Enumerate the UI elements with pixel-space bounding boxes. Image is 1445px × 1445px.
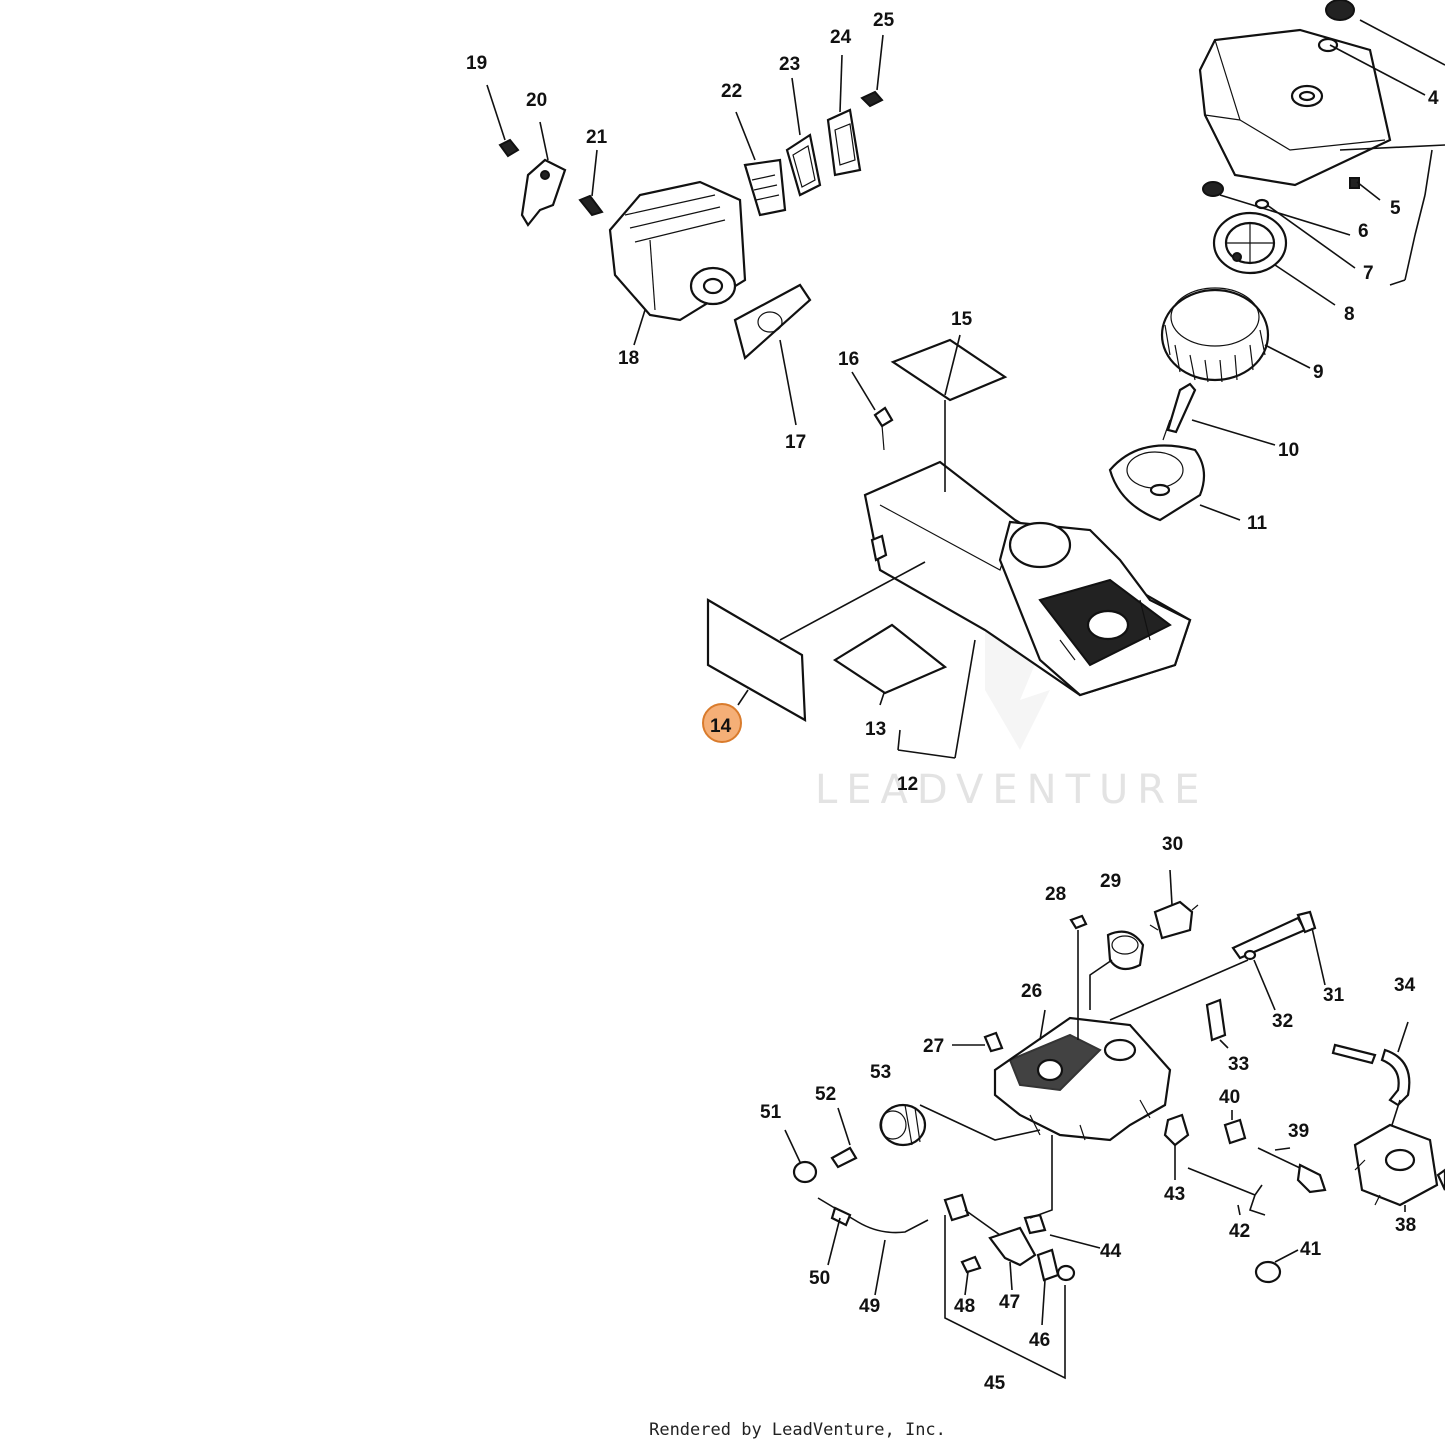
- screw-21[interactable]: [578, 194, 604, 217]
- part-label-22[interactable]: 22: [721, 81, 742, 102]
- part-label-21[interactable]: 21: [586, 127, 608, 148]
- part-label-41[interactable]: 41: [1300, 1239, 1322, 1260]
- part-label-20[interactable]: 20: [526, 90, 547, 111]
- part-label-44[interactable]: 44: [1100, 1241, 1122, 1262]
- pin-52[interactable]: [830, 1146, 858, 1169]
- cable-50-49[interactable]: [817, 1197, 929, 1234]
- carburetor[interactable]: [1353, 1123, 1445, 1207]
- part-label-53[interactable]: 53: [870, 1062, 891, 1083]
- part-label-34[interactable]: 34: [1394, 975, 1416, 996]
- part-label-11[interactable]: 11: [1247, 513, 1268, 534]
- knob-41[interactable]: [1254, 1260, 1282, 1284]
- part-label-29[interactable]: 29: [1100, 871, 1121, 892]
- bracket-43[interactable]: [1163, 1113, 1190, 1147]
- part-label-8[interactable]: 8: [1344, 304, 1355, 325]
- part-label-26[interactable]: 26: [1021, 981, 1042, 1002]
- bolt-31[interactable]: [1231, 910, 1317, 960]
- bolt-27[interactable]: [983, 1031, 1004, 1053]
- muffler[interactable]: [608, 180, 747, 322]
- part-label-18[interactable]: 18: [618, 348, 639, 369]
- air-filter-element[interactable]: [1160, 287, 1270, 383]
- part-label-32[interactable]: 32: [1272, 1011, 1293, 1032]
- part-label-42[interactable]: 42: [1229, 1221, 1250, 1242]
- gasket-15[interactable]: [890, 338, 1008, 402]
- part-label-17[interactable]: 17: [785, 432, 806, 453]
- part-label-13[interactable]: 13: [865, 719, 886, 740]
- part-label-7[interactable]: 7: [1363, 263, 1374, 284]
- muffler-cover-plate[interactable]: [826, 108, 862, 177]
- crankcase[interactable]: [993, 1016, 1172, 1142]
- part-label-9[interactable]: 9: [1313, 362, 1324, 383]
- watermark-text: LEADVENTURE: [815, 767, 1208, 813]
- gasket-13[interactable]: [832, 623, 948, 695]
- air-filter-cover[interactable]: [1198, 28, 1445, 187]
- part-label-23[interactable]: 23: [779, 54, 800, 75]
- deflector-plate[interactable]: [785, 133, 822, 197]
- part-label-38[interactable]: 38: [1395, 1215, 1416, 1236]
- filter-base-plate[interactable]: [1108, 444, 1206, 522]
- screw-19[interactable]: [498, 138, 520, 158]
- oil-pump-bushing[interactable]: [1106, 930, 1145, 971]
- part-label-52[interactable]: 52: [815, 1084, 836, 1105]
- part-label-24[interactable]: 24: [830, 27, 852, 48]
- part-label-10[interactable]: 10: [1278, 440, 1299, 461]
- filter-retainer[interactable]: [1212, 211, 1288, 275]
- throttle-rod-39[interactable]: [1257, 1147, 1327, 1194]
- part-label-49[interactable]: 49: [859, 1296, 880, 1317]
- knob-top[interactable]: [1317, 0, 1445, 66]
- filter-sheet-14[interactable]: [706, 598, 807, 722]
- cap-53[interactable]: [879, 1103, 927, 1147]
- part-label-12[interactable]: 12: [897, 774, 918, 795]
- part-label-33[interactable]: 33: [1228, 1054, 1249, 1075]
- part-label-16[interactable]: 16: [838, 349, 859, 370]
- part-label-40[interactable]: 40: [1219, 1087, 1240, 1108]
- knob-51[interactable]: [792, 1160, 818, 1184]
- part-label-51[interactable]: 51: [760, 1102, 782, 1123]
- part-label-19[interactable]: 19: [466, 53, 487, 74]
- part-label-47[interactable]: 47: [999, 1292, 1020, 1313]
- fuel-hose-34[interactable]: [1331, 1043, 1411, 1107]
- gasket-33[interactable]: [1205, 998, 1227, 1042]
- air-box-assembly[interactable]: [863, 460, 1192, 697]
- screw-28[interactable]: [1069, 914, 1088, 930]
- part-label-48[interactable]: 48: [954, 1296, 975, 1317]
- filter-stud[interactable]: [1162, 382, 1197, 441]
- grommet-40[interactable]: [1223, 1118, 1247, 1145]
- part-label-14[interactable]: 14: [710, 716, 732, 737]
- part-label-39[interactable]: 39: [1288, 1121, 1309, 1142]
- spark-arrestor-screen[interactable]: [743, 158, 787, 217]
- screw-25[interactable]: [860, 90, 884, 108]
- oring-32[interactable]: [1243, 949, 1257, 961]
- trigger-assembly[interactable]: [943, 1193, 1076, 1282]
- screw-16[interactable]: [870, 406, 894, 562]
- part-label-45[interactable]: 45: [984, 1373, 1006, 1394]
- part-label-46[interactable]: 46: [1029, 1330, 1050, 1351]
- muffler-bracket[interactable]: [520, 158, 567, 227]
- part-label-15[interactable]: 15: [951, 309, 973, 330]
- part-label-5[interactable]: 5: [1390, 198, 1401, 219]
- part-label-27[interactable]: 27: [923, 1036, 944, 1057]
- part-label-28[interactable]: 28: [1045, 884, 1066, 905]
- part-label-6[interactable]: 6: [1358, 221, 1369, 242]
- part-label-4[interactable]: 4: [1428, 88, 1439, 109]
- part-label-30[interactable]: 30: [1162, 834, 1183, 855]
- highlight-marker: [702, 703, 742, 743]
- choke-rod-42[interactable]: [1187, 1167, 1266, 1216]
- part-label-43[interactable]: 43: [1164, 1184, 1185, 1205]
- part-label-31[interactable]: 31: [1323, 985, 1345, 1006]
- credit-line: Rendered by LeadVenture, Inc.: [649, 1420, 946, 1440]
- oil-pump[interactable]: [1149, 900, 1199, 940]
- part-label-25[interactable]: 25: [873, 10, 895, 31]
- muffler-gasket[interactable]: [733, 283, 812, 361]
- part-label-50[interactable]: 50: [809, 1268, 830, 1289]
